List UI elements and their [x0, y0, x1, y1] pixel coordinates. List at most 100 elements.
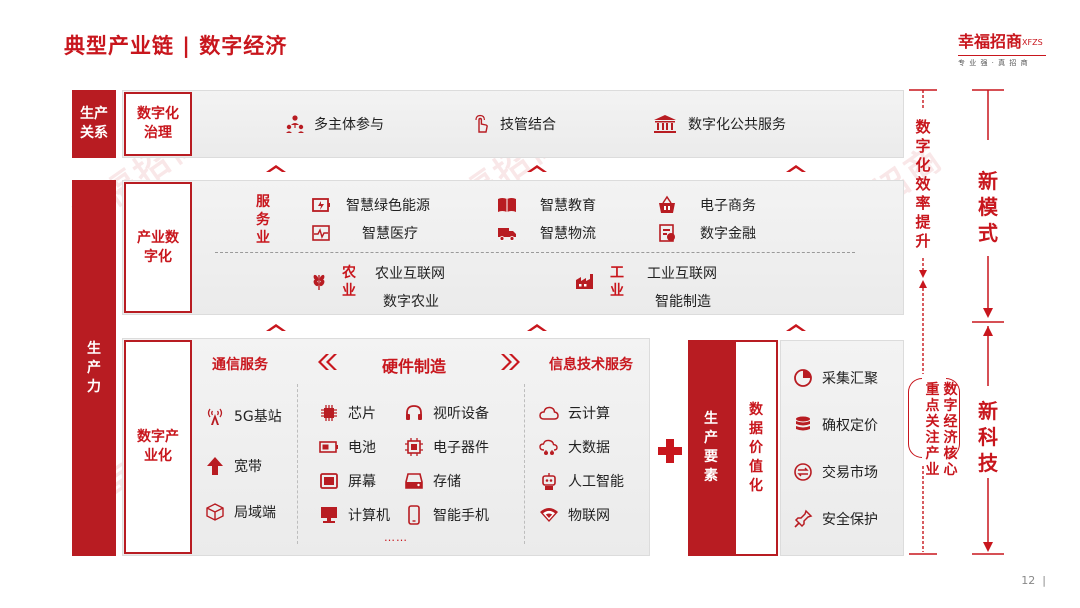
service-item: 智慧教育	[496, 194, 596, 216]
headphones-icon	[403, 402, 425, 424]
wheat-icon	[308, 270, 330, 292]
agri-icon-wrap	[308, 270, 338, 292]
service-sector-label: 服务业	[256, 194, 270, 246]
exchange-icon	[792, 461, 814, 483]
hw-item: 存储	[403, 470, 461, 492]
service-item: 智慧绿色能源	[310, 194, 430, 216]
factor-item: 确权定价	[792, 414, 878, 436]
pin-icon	[792, 508, 814, 530]
factor-item: 采集汇聚	[792, 367, 878, 389]
chevron-up-icon	[786, 324, 806, 331]
public-building-icon	[650, 113, 680, 135]
chevron-up-icon	[266, 165, 286, 172]
governance-band	[122, 90, 904, 158]
people-network-icon	[284, 113, 306, 135]
agri-item: 数字农业	[383, 294, 439, 310]
robot-icon	[538, 470, 560, 492]
governance-label: 数字化治理	[124, 92, 192, 156]
finance-icon	[656, 222, 678, 244]
factor-item: 安全保护	[792, 508, 878, 530]
energy-icon	[310, 194, 332, 216]
it-item: 大数据	[538, 436, 610, 458]
service-item: 数字金融	[656, 222, 756, 244]
model-tech-bracket	[972, 89, 1004, 555]
hw-item: 视听设备	[403, 402, 489, 424]
relations-label: 生产关系	[72, 90, 116, 158]
logo-mark: XFZS	[1022, 38, 1043, 47]
comm-item: 5G基站	[204, 405, 282, 427]
pie-icon	[792, 367, 814, 389]
comm-heading: 通信服务	[212, 357, 268, 373]
chevron-left-icon	[318, 354, 337, 370]
battery-icon	[318, 436, 340, 458]
wifi-icon	[538, 504, 560, 526]
hw-item: 计算机	[318, 504, 390, 526]
component-icon	[403, 436, 425, 458]
chevron-up-icon	[266, 324, 286, 331]
page-number: 12 |	[1021, 574, 1046, 587]
data-value-label: 数据价值化	[734, 340, 778, 556]
coins-icon	[792, 414, 814, 436]
industry-icon-wrap	[574, 270, 604, 292]
factory-icon	[574, 270, 596, 292]
efficiency-bracket	[909, 89, 937, 555]
chevron-up-icon	[527, 165, 547, 172]
it-heading: 信息技术服务	[549, 357, 633, 373]
brand-logo: 幸福招商XFZS 专 业 强 · 真 招 商	[958, 28, 1050, 68]
agri-item: 农业互联网	[375, 266, 445, 282]
cloud-icon	[538, 402, 560, 424]
industry-item: 工业互联网	[647, 266, 717, 282]
efficiency-label: 数字化效率提升	[915, 118, 931, 250]
service-item: 智慧物流	[496, 222, 596, 244]
service-item: 智慧医疗	[310, 222, 418, 244]
factors-band	[780, 340, 904, 556]
new-tech-label: 新科技	[978, 399, 998, 475]
chevron-up-icon	[527, 324, 547, 331]
page-title: 典型产业链 | 数字经济	[64, 34, 288, 58]
agri-label: 农业	[342, 265, 356, 299]
factors-label: 生产要素	[688, 340, 734, 556]
focus-paren-right	[946, 378, 960, 458]
chevron-up-icon	[786, 165, 806, 172]
industry-item: 智能制造	[655, 294, 711, 310]
hw-item: 屏幕	[318, 470, 376, 492]
cube-icon	[204, 501, 226, 523]
touch-hand-icon	[470, 113, 492, 135]
it-item: 人工智能	[538, 470, 624, 492]
hw-item: 芯片	[318, 402, 376, 424]
plus-icon	[658, 439, 682, 463]
comm-item: 宽带	[204, 455, 262, 477]
logo-name: 幸福招商	[958, 32, 1023, 51]
divider	[297, 384, 298, 544]
chip-icon	[318, 402, 340, 424]
focus-paren-left	[908, 378, 922, 458]
truck-icon	[496, 222, 518, 244]
industry-label: 产业数字化	[124, 182, 192, 313]
more-indicator: ……	[384, 531, 408, 544]
storage-icon	[403, 470, 425, 492]
productivity-label: 生产力	[72, 180, 116, 556]
industry-sector-label: 工业	[610, 265, 624, 299]
chevron-right-icon	[501, 354, 520, 370]
factor-item: 交易市场	[792, 461, 878, 483]
hw-item: 电池	[318, 436, 376, 458]
digital-label: 数字产业化	[124, 340, 192, 554]
bigdata-icon	[538, 436, 560, 458]
arrow-up-icon	[204, 455, 226, 477]
medical-icon	[310, 222, 332, 244]
basket-icon	[656, 194, 678, 216]
comm-item: 局域端	[204, 501, 276, 523]
governance-item: 技管结合	[470, 113, 556, 135]
phone-icon	[403, 504, 425, 526]
focus-label-col2: 重点关注产业	[925, 382, 940, 478]
logo-slogan: 专 业 强 · 真 招 商	[958, 59, 1029, 67]
hw-item: 智能手机	[403, 504, 489, 526]
hw-heading: 硬件制造	[382, 357, 447, 376]
hw-item: 电子器件	[403, 436, 489, 458]
divider	[524, 384, 525, 544]
antenna-icon	[204, 405, 226, 427]
it-item: 云计算	[538, 402, 610, 424]
it-item: 物联网	[538, 504, 610, 526]
governance-item: 多主体参与	[284, 113, 384, 135]
digital-band	[122, 338, 650, 556]
